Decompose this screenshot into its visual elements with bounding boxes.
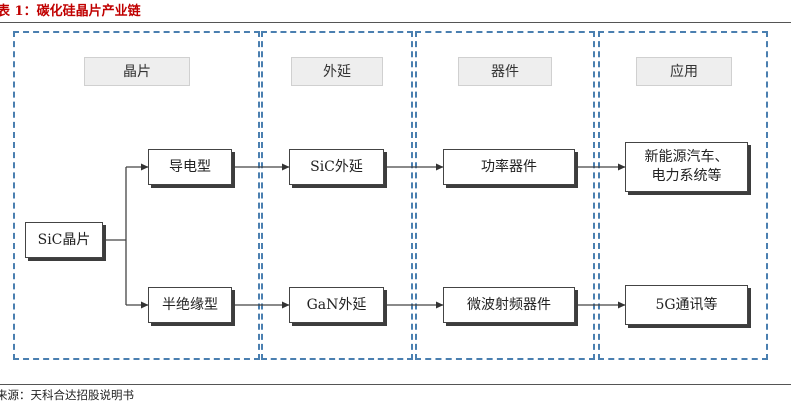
node-label: 半绝缘型 — [162, 296, 218, 313]
node-rf-device: 微波射频器件 — [443, 287, 575, 323]
stage-header-epitaxy: 外延 — [291, 57, 383, 86]
node-sic-wafer: SiC晶片 — [25, 222, 103, 258]
stage-header-application: 应用 — [636, 57, 732, 86]
node-app-power: 新能源汽车、 电力系统等 — [625, 142, 748, 192]
bottom-rule — [0, 384, 791, 385]
node-label: SiC晶片 — [37, 231, 91, 248]
node-label: 微波射频器件 — [467, 296, 551, 313]
figure-title: 表 1：碳化硅晶片产业链 — [0, 4, 141, 19]
top-rule — [0, 22, 791, 23]
node-label: SiC外延 — [310, 158, 363, 175]
node-semi-insulating: 半绝缘型 — [148, 287, 232, 323]
stage-header-wafer: 晶片 — [84, 57, 190, 86]
node-gan-epitaxy: GaN外延 — [289, 287, 384, 323]
node-label: 5G通讯等 — [655, 296, 718, 313]
node-label: 导电型 — [169, 158, 211, 175]
node-label: 功率器件 — [481, 158, 537, 175]
node-power-device: 功率器件 — [443, 149, 575, 185]
node-label-line: 电力系统等 — [651, 168, 722, 184]
stage-group-epitaxy — [261, 31, 413, 360]
stage-group-wafer — [13, 31, 260, 360]
stage-group-application — [598, 31, 768, 360]
node-sic-epitaxy: SiC外延 — [289, 149, 384, 185]
node-app-5g: 5G通讯等 — [625, 285, 748, 325]
stage-group-device — [415, 31, 595, 360]
source-note: 来源：天科合达招股说明书 — [0, 388, 134, 402]
stage-header-device: 器件 — [458, 57, 552, 86]
node-conductive: 导电型 — [148, 149, 232, 185]
node-label: GaN外延 — [306, 296, 367, 313]
node-label-line: 新能源汽车、 — [644, 149, 729, 165]
